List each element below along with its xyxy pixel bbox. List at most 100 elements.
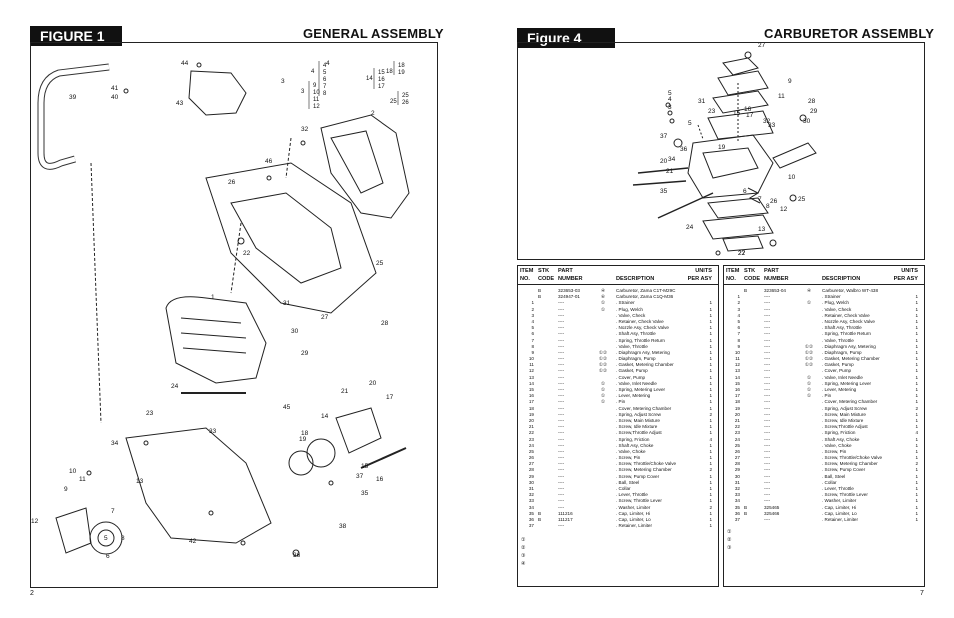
callout-label: 23 <box>708 108 716 115</box>
callout-label: 4 <box>326 60 330 67</box>
cell-item: 25 <box>734 442 740 448</box>
general-assembly-title: GENERAL ASSEMBLY <box>303 26 444 41</box>
cell-desc: . Screw, Idle Mixture <box>822 417 864 423</box>
group-lead-label: 3 <box>301 89 305 95</box>
callout-label: 25 <box>798 196 806 203</box>
callout-label: 21 <box>341 388 349 395</box>
cell-units: 1 <box>915 473 918 479</box>
cell-item: 11 <box>529 362 534 368</box>
cell-desc: . Diaphragm, Pump <box>822 349 862 355</box>
cell-note: ① <box>600 393 606 399</box>
cell-units: 2 <box>709 411 712 417</box>
cell-item: 13 <box>528 374 534 380</box>
callout-label: 37 <box>356 473 364 480</box>
cell-units: 1 <box>709 424 712 430</box>
callout-label: 43 <box>176 100 184 107</box>
cell-units: 1 <box>915 492 918 498</box>
cell-desc: . Spring, Metering Lever <box>822 380 872 386</box>
cell-desc: . Spring, Friction <box>616 436 650 442</box>
group-item-label: 10 <box>313 90 320 96</box>
legend-symbol: ② <box>521 545 526 551</box>
cell-part: 111216 <box>558 510 573 516</box>
header-code: CODE <box>538 276 555 282</box>
cell-item: 10 <box>528 356 534 362</box>
cell-item: 28 <box>734 461 740 467</box>
cell-item: 9 <box>737 343 740 349</box>
cell-units: 1 <box>915 374 918 380</box>
cell-units: 1 <box>709 312 712 318</box>
cell-desc: . Shaft Asy, Throttle <box>616 331 656 337</box>
cell-part: ---- <box>764 411 771 417</box>
cell-part: ---- <box>558 318 565 324</box>
parts-table-walbro: ITEM NO. STK CODE PART NUMBER DESCRIPTIO… <box>723 265 925 587</box>
cell-desc: . Collar <box>616 486 631 491</box>
cell-units: 1 <box>915 331 918 337</box>
header-number: NUMBER <box>764 276 789 282</box>
cell-part: ---- <box>764 492 771 498</box>
cell-item: 13 <box>734 368 740 374</box>
callout-label: 17 <box>386 394 394 401</box>
callout-label: 34 <box>111 440 119 447</box>
callout-label: 26 <box>770 198 778 205</box>
cell-desc: . Washer, Limiter <box>822 498 857 504</box>
cell-item: 4 <box>737 312 740 318</box>
callout-label: 19 <box>718 144 726 151</box>
cell-item: 29 <box>528 473 534 479</box>
cell-item: 31 <box>734 479 740 485</box>
header-per-asy: PER ASY <box>893 276 918 282</box>
cell-item: 21 <box>528 424 534 430</box>
callout-label: 36 <box>293 552 301 559</box>
cell-item: 25 <box>528 448 534 454</box>
cell-desc: . Cap, Limiter, Hi <box>822 504 856 510</box>
callout-label: 45 <box>283 404 291 411</box>
header-part: PART <box>558 268 573 274</box>
callout-label: 13 <box>136 478 144 485</box>
callout-label: 9 <box>64 486 68 493</box>
callout-label: 8 <box>121 535 125 542</box>
cell-item: 32 <box>734 486 740 491</box>
cell-note: ① <box>806 300 812 306</box>
callout-label: 5 <box>668 90 672 97</box>
cell-units: 1 <box>915 325 918 331</box>
cell-desc: Carburetor, Zama C1T-M29C <box>616 288 676 293</box>
group-item-label: 7 <box>323 84 327 90</box>
cell-item: 35 <box>528 510 534 516</box>
cell-desc: . Pin <box>822 393 832 399</box>
cell-units: 1 <box>709 380 712 386</box>
figure-4-label: Figure 4 <box>517 28 615 48</box>
cell-part: ---- <box>558 312 565 318</box>
cell-desc: . Cover, Pump <box>822 368 852 374</box>
cell-item: 27 <box>734 455 740 461</box>
group-item-label: 25 <box>402 93 409 99</box>
cell-units: 1 <box>915 467 918 473</box>
cell-desc: . Screw, Pin <box>822 448 847 454</box>
cell-desc: . Screw, Idle Mixture <box>616 424 658 430</box>
cell-units: 1 <box>709 523 712 529</box>
cell-desc: . Diaphragm, Pump <box>616 356 656 362</box>
cell-units: 1 <box>915 442 918 448</box>
figure-1-label: FIGURE 1 <box>30 26 122 46</box>
cell-note: ①② <box>598 362 608 368</box>
general-assembly-drawing: 1234567891011121314151617181920212223242… <box>31 60 410 560</box>
callout-label: 40 <box>111 94 119 101</box>
callout-label: 34 <box>668 156 676 163</box>
